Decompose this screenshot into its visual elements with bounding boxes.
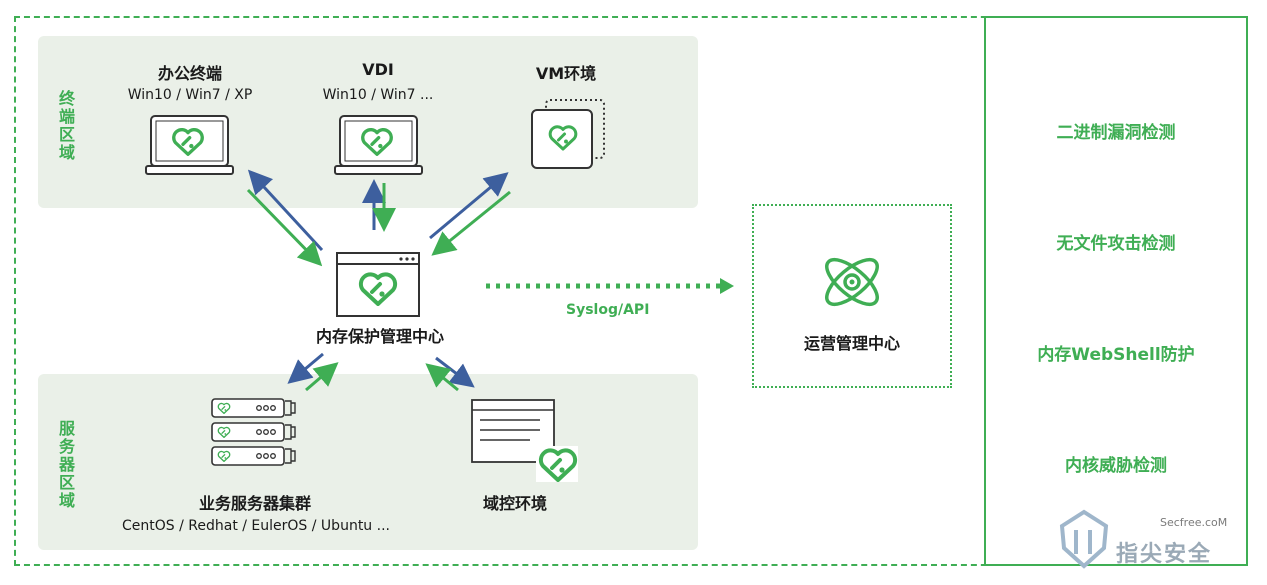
vm-title: VM环境 bbox=[535, 64, 597, 83]
feature-fileless: 无文件攻击检测 bbox=[1056, 234, 1176, 254]
server-zone bbox=[38, 374, 698, 550]
ops-center-title: 运营管理中心 bbox=[803, 334, 900, 353]
feature-binary-vuln: 二进制漏洞检测 bbox=[1056, 123, 1176, 143]
ops-center-icon bbox=[825, 257, 879, 307]
syslog-api-label: Syslog/API bbox=[566, 302, 650, 318]
office-terminal-os: Win10 / Win7 / XP bbox=[127, 87, 253, 103]
arrow-up-servers bbox=[305, 362, 339, 392]
domain-control-icon bbox=[471, 399, 578, 482]
watermark-shield-icon bbox=[1059, 509, 1109, 569]
server-rack-icon bbox=[211, 398, 296, 466]
office-laptop-icon bbox=[145, 115, 234, 175]
feature-kernel-threat: 内核威胁检测 bbox=[1065, 456, 1167, 476]
watermark-brand: 指尖安全 bbox=[1116, 542, 1213, 567]
arrow-down-servers bbox=[287, 352, 324, 384]
arrow-down-domain bbox=[435, 356, 475, 388]
server-zone-label: 服务器区域 bbox=[58, 419, 75, 510]
arrow-down-office bbox=[246, 188, 323, 267]
feature-webshell: 内存WebShell防护 bbox=[1037, 345, 1195, 365]
ops-center-box bbox=[752, 204, 952, 388]
server-cluster-title: 业务服务器集群 bbox=[198, 494, 311, 513]
vdi-os: Win10 / Win7 ... bbox=[322, 87, 434, 103]
terminal-zone-label: 终端区域 bbox=[58, 89, 75, 162]
office-terminal-title: 办公终端 bbox=[157, 64, 222, 83]
management-console-icon bbox=[336, 252, 420, 317]
domain-control-title: 域控环境 bbox=[482, 494, 547, 513]
server-cluster-os: CentOS / Redhat / EulerOS / Ubuntu ... bbox=[122, 518, 390, 534]
arrow-up-domain bbox=[425, 363, 459, 392]
memory-protection-center-title: 内存保护管理中心 bbox=[315, 327, 444, 346]
vdi-laptop-icon bbox=[334, 115, 423, 175]
vm-icon bbox=[531, 99, 605, 169]
vdi-title: VDI bbox=[362, 60, 394, 79]
arrow-up-office bbox=[247, 169, 324, 252]
watermark-site: Secfree.coM bbox=[1160, 516, 1228, 529]
arrow-down-vm bbox=[431, 190, 511, 256]
feature-panel bbox=[984, 16, 1248, 566]
arrow-up-vm bbox=[429, 172, 509, 240]
